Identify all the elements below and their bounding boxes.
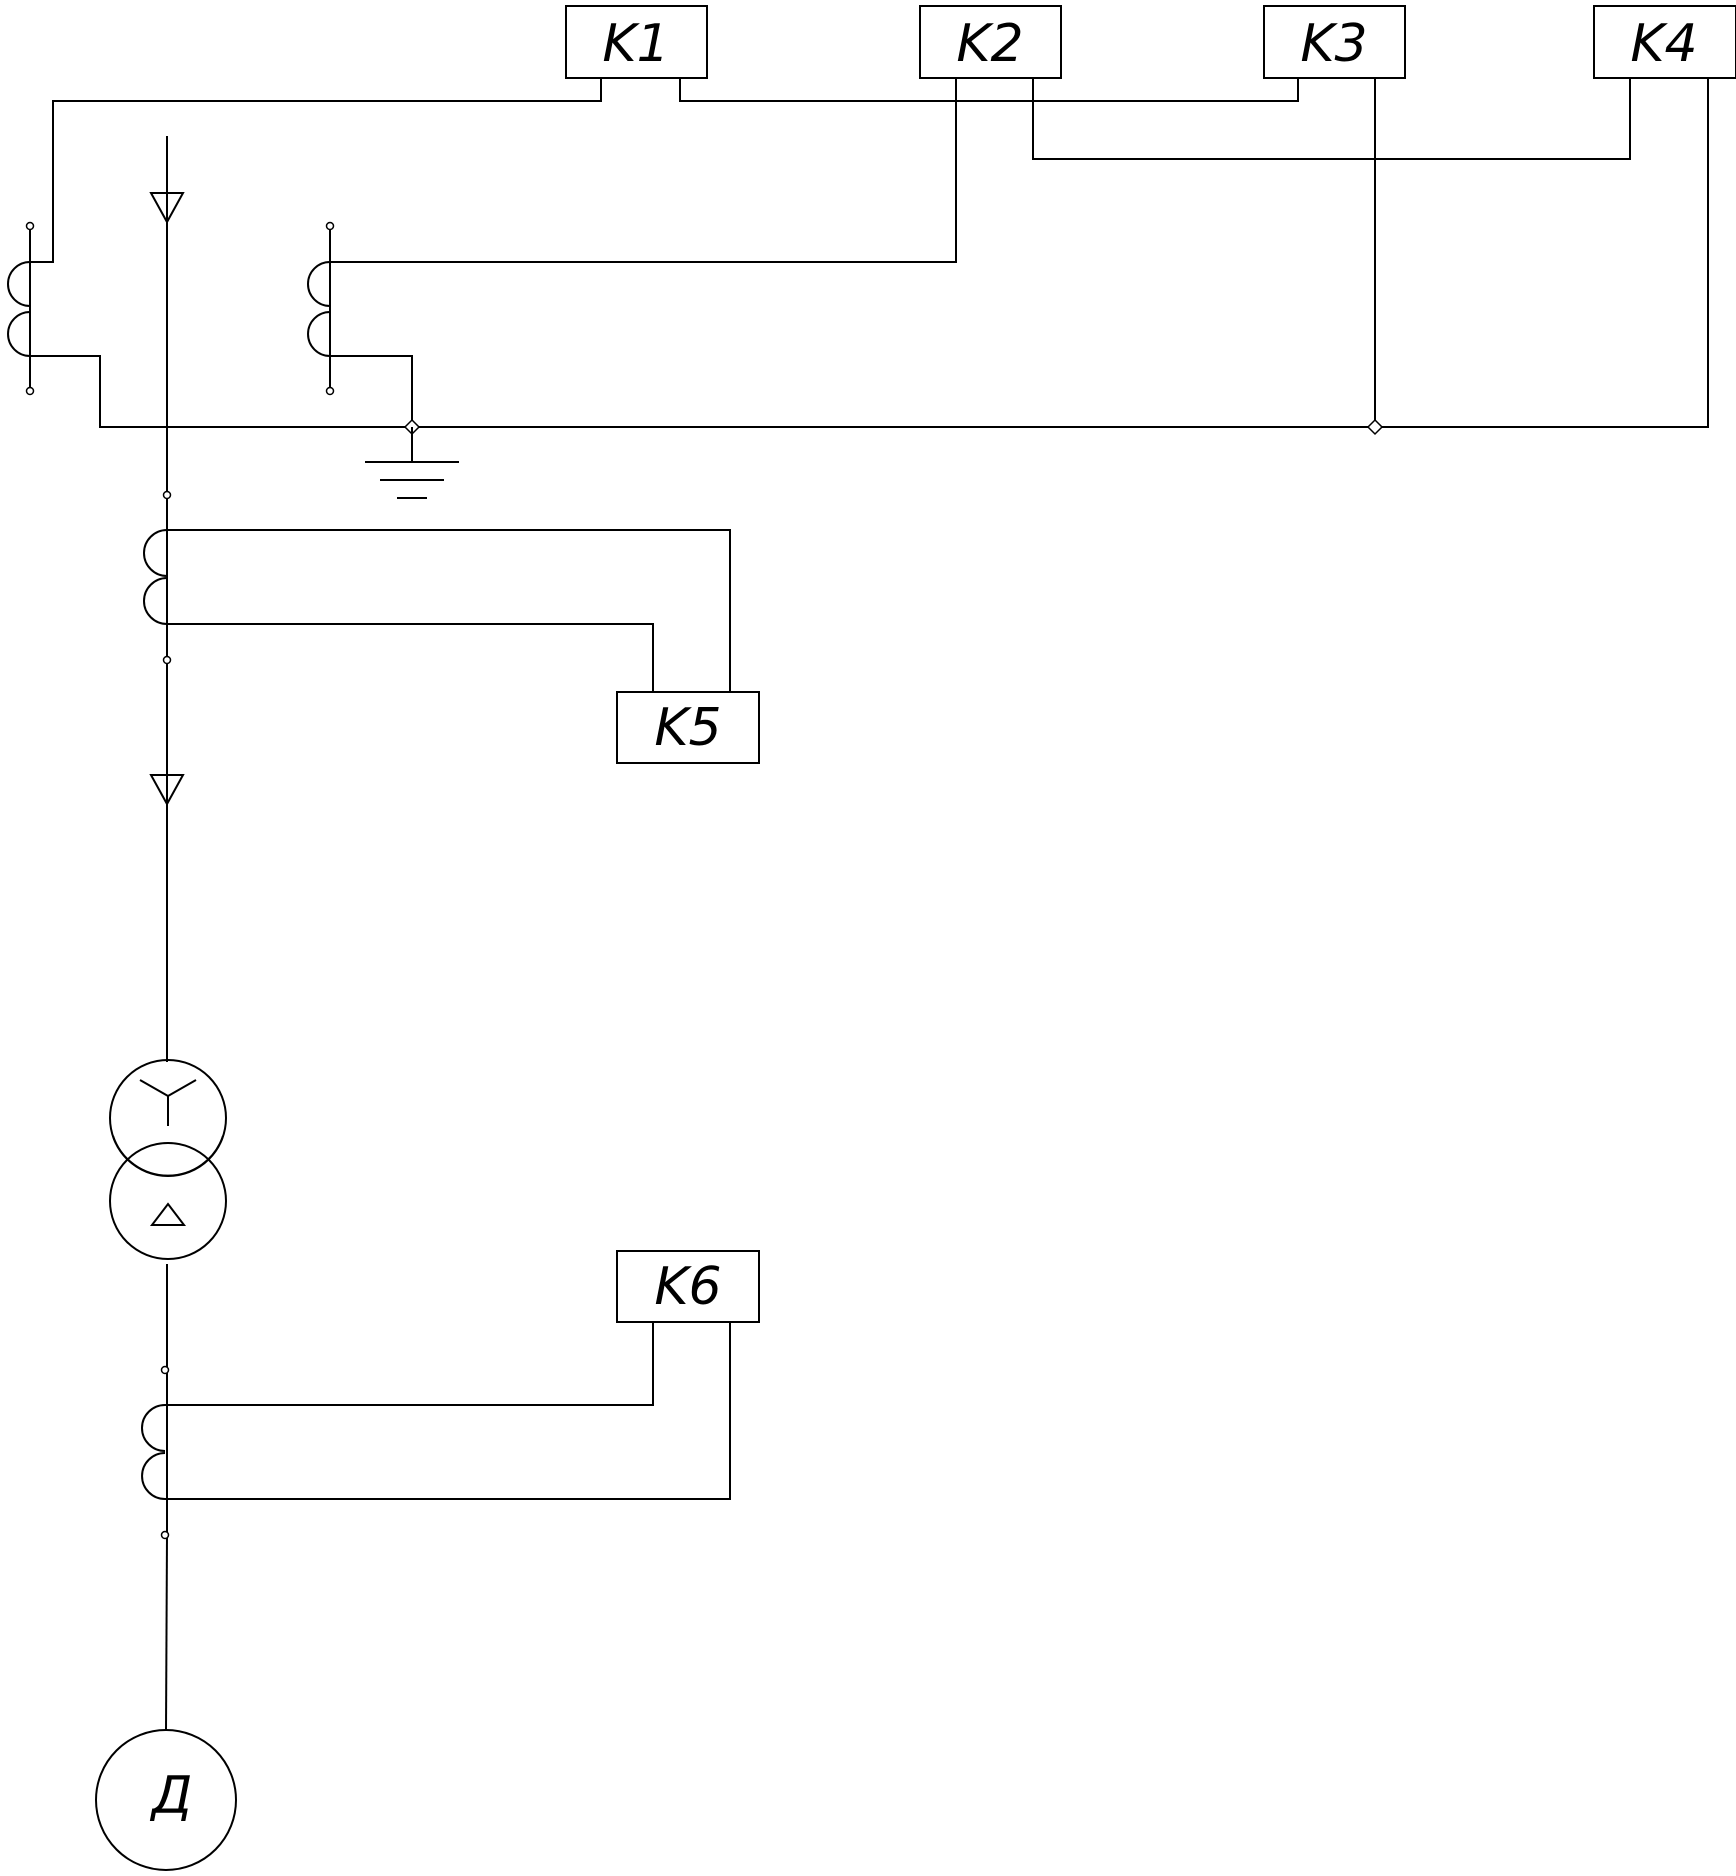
flow-arrow-icon — [149, 192, 185, 225]
current-transformer-4 — [141, 1322, 731, 1540]
terminal-dot — [160, 1530, 170, 1540]
motor-label: Д — [150, 1766, 193, 1826]
relay-label-k2: K2 — [956, 14, 1023, 74]
terminal-dot — [162, 490, 172, 500]
terminal-dot — [25, 221, 35, 231]
top-wiring — [30, 78, 1709, 428]
current-transformer-1 — [7, 221, 35, 396]
motor: Д — [95, 1729, 237, 1871]
relay-block-k4: K4 — [1593, 5, 1736, 79]
main-line — [165, 136, 168, 1731]
relay-block-k5: K5 — [616, 691, 760, 764]
terminal-dot — [160, 1365, 170, 1375]
current-transformer-2 — [307, 221, 335, 396]
power-transformer — [109, 1059, 227, 1260]
relay-label-k6: K6 — [654, 1257, 721, 1317]
relay-block-k3: K3 — [1263, 5, 1406, 79]
terminal-dot — [162, 655, 172, 665]
relay-label-k1: K1 — [602, 14, 669, 74]
terminal-dot — [25, 386, 35, 396]
current-transformer-3 — [143, 490, 731, 692]
relay-block-k6: K6 — [616, 1250, 760, 1323]
relay-block-k2: K2 — [919, 5, 1062, 79]
relay-label-k3: K3 — [1300, 14, 1367, 74]
delta-winding-icon — [149, 1202, 187, 1226]
junction-node — [1366, 418, 1384, 436]
terminal-dot — [325, 386, 335, 396]
relay-label-k5: K5 — [654, 698, 721, 758]
relay-label-k4: K4 — [1630, 14, 1697, 74]
star-winding-icon — [139, 1079, 197, 1126]
flow-arrow-icon — [149, 774, 185, 807]
relay-block-k1: K1 — [565, 5, 708, 79]
terminal-dot — [325, 221, 335, 231]
ground-icon — [365, 427, 459, 499]
